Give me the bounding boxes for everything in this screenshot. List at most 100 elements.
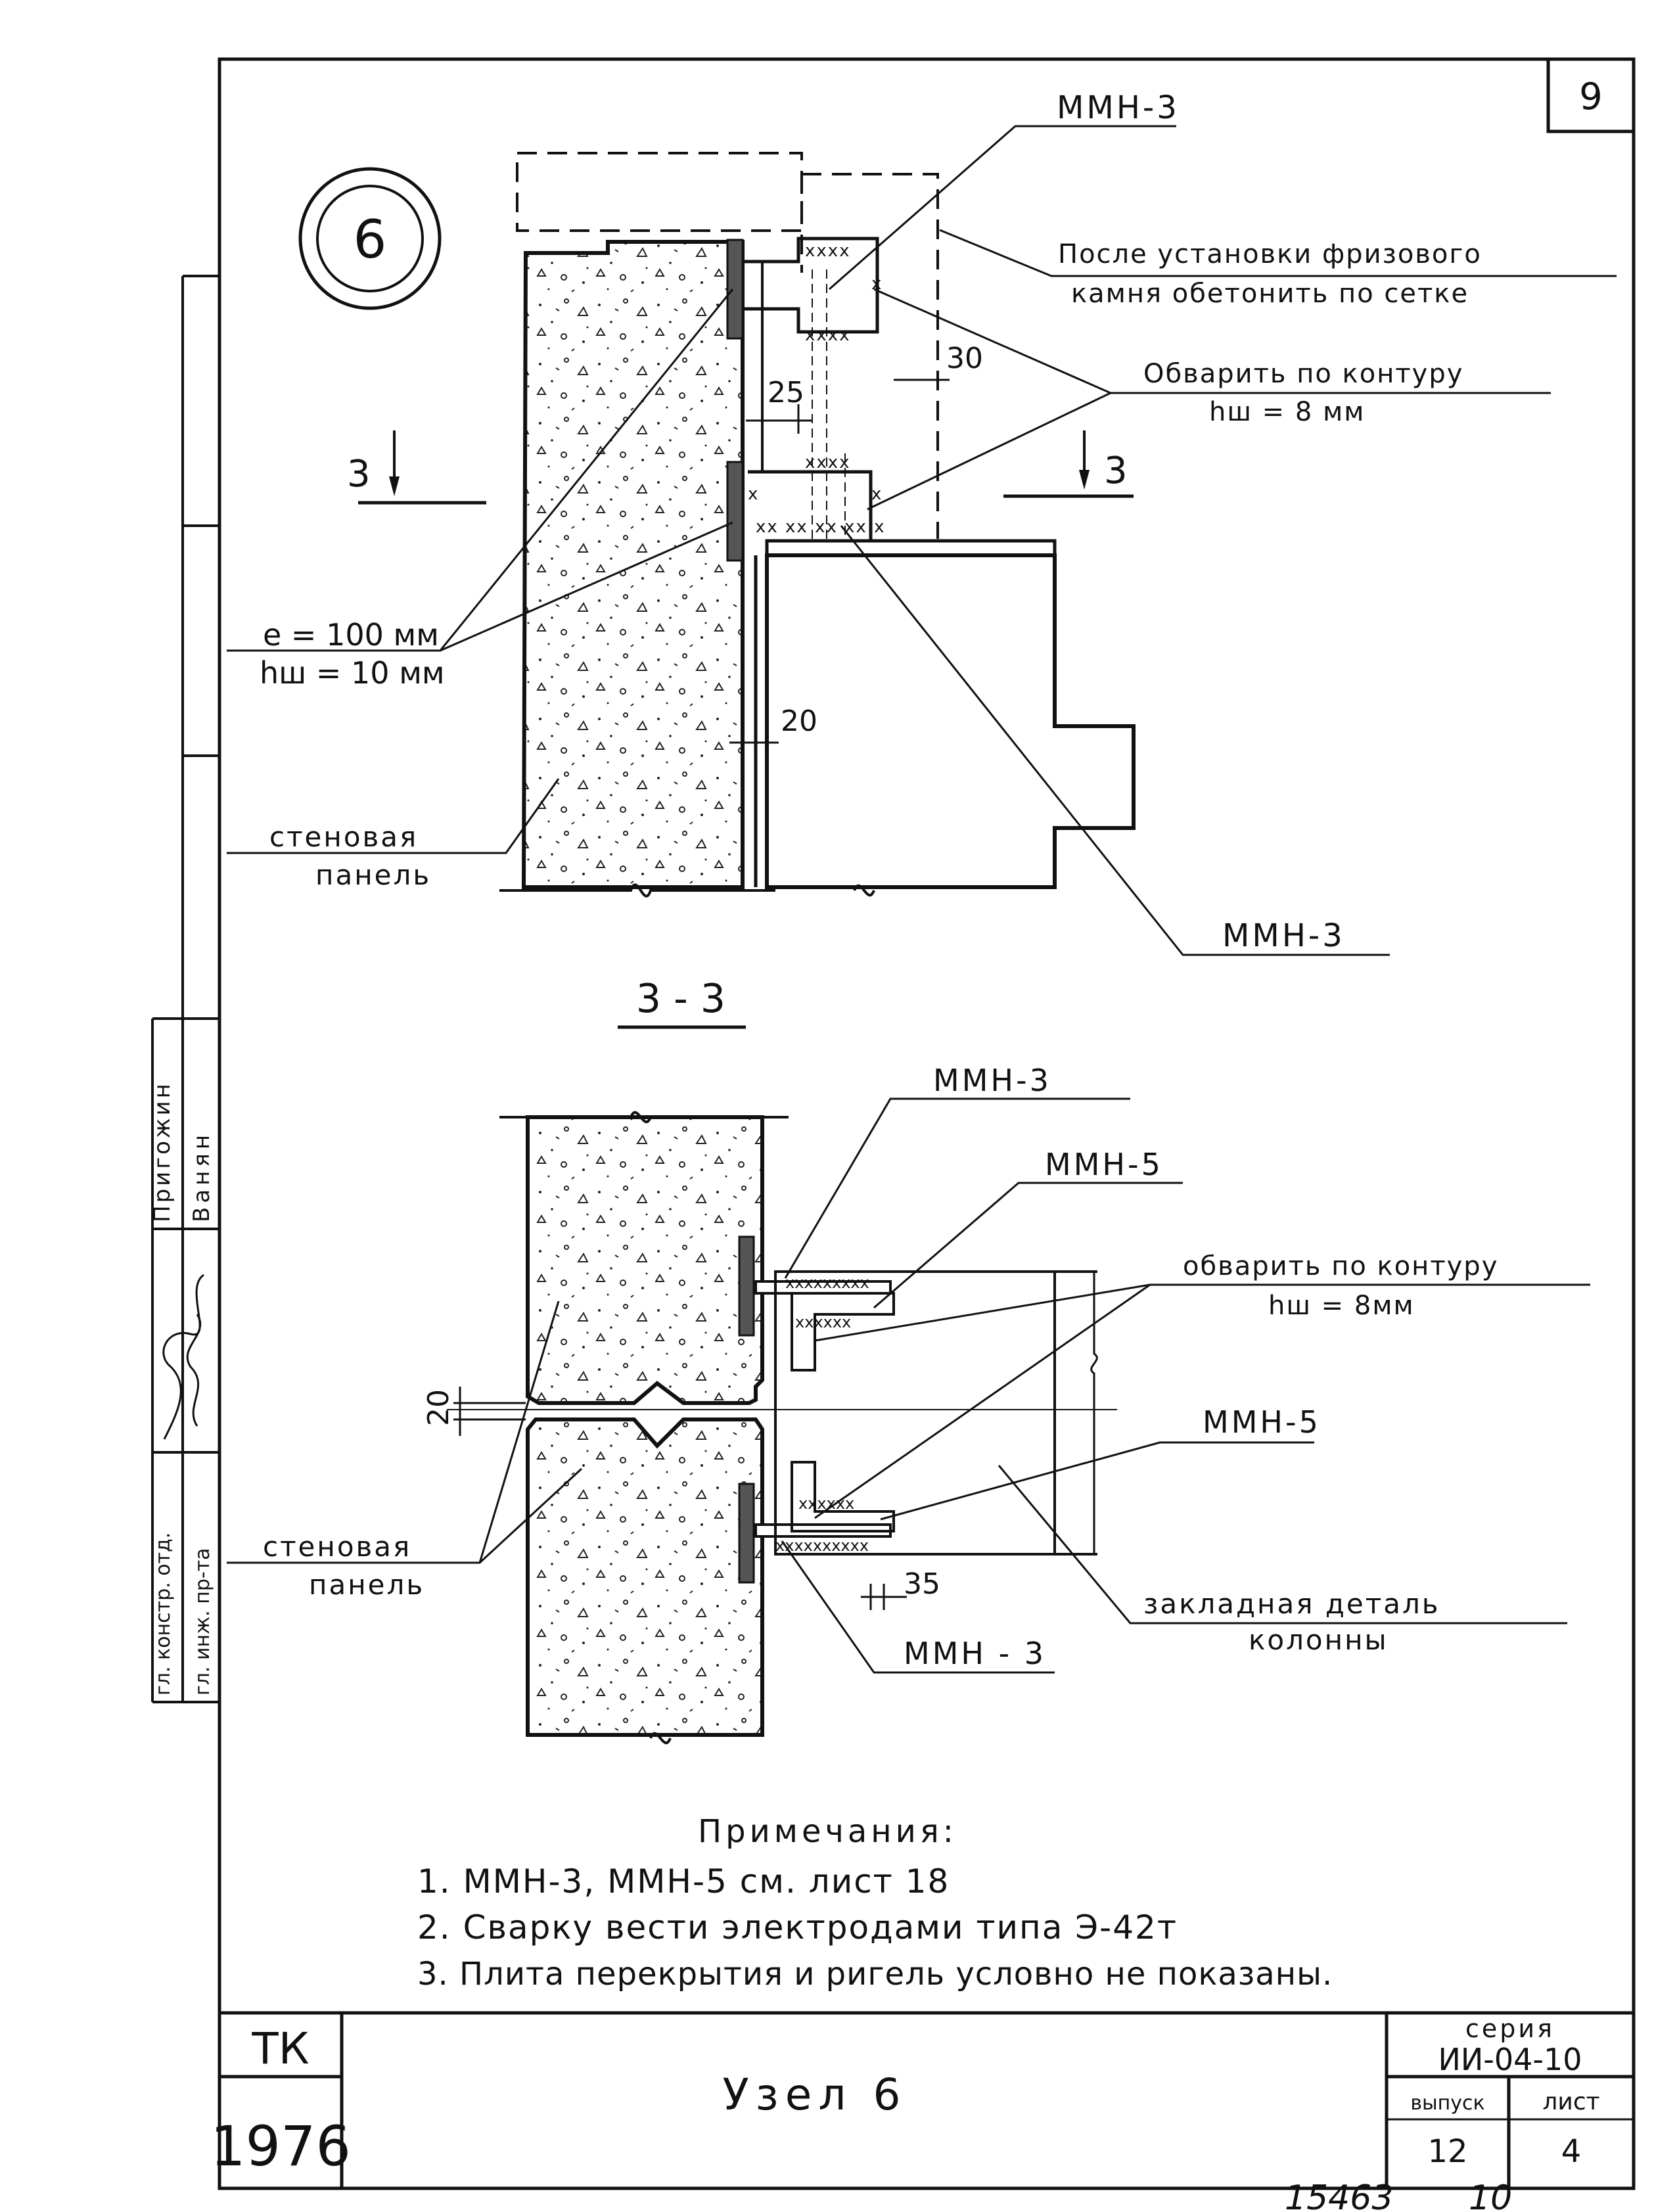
leader-wall-panel-top: [227, 778, 560, 854]
wall-panel-section-line2: панель: [309, 1569, 425, 1601]
stamp-name-2: Ванян: [189, 1131, 215, 1222]
series-label: серия: [1465, 2014, 1555, 2043]
stamp-role-2: гл. инж. пр-та: [191, 1548, 214, 1695]
frieze-stone-outline: [516, 152, 803, 232]
title-code: ТК: [251, 2023, 309, 2074]
stamp-name-1: Пригожин: [149, 1081, 175, 1222]
drawing-title: Узел 6: [722, 2069, 907, 2120]
section-weld-marks-1: xxxxxxxxx: [785, 1274, 869, 1292]
dim-25: 25: [768, 376, 804, 409]
series-value: ИИ-04-10: [1438, 2042, 1582, 2077]
leader-mmn3-bottom: [840, 525, 1390, 956]
title-block: ТК 1976 Узел 6 серия ИИ-04-10 выпуск 12 …: [210, 2011, 1634, 2188]
inventory-suffix: 10: [1469, 2178, 1512, 2212]
embedded-plate-upper: [726, 239, 744, 340]
leader-weld-sec-1: [814, 1283, 1590, 1342]
note-item-1: 1. ММН-3, ММН-5 см. лист 18: [417, 1862, 950, 1901]
leader-mmn5-a: [873, 1182, 1183, 1309]
node-number: 6: [354, 209, 387, 270]
leader-mmn3-b: [781, 1540, 1055, 1674]
sheet-value: 4: [1561, 2133, 1582, 2170]
column-break-mark: [853, 884, 875, 897]
leader-e-note-2: [440, 521, 733, 652]
dim-30: 30: [946, 342, 983, 375]
wall-panel-top-line1: стеновая: [269, 821, 418, 853]
label-mmn5-b: ММН-5: [1203, 1404, 1321, 1440]
label-mmn3-b: ММН - 3: [904, 1636, 1046, 1671]
support-plate: [765, 539, 1057, 557]
angle-mmn5-upper: [791, 1292, 895, 1371]
section-cut-right-arrowhead: [1079, 470, 1090, 490]
dim-20-section: 20: [422, 1389, 455, 1426]
node-circle-inner: [316, 185, 424, 292]
sheet-number-box: [1546, 57, 1636, 133]
weld-marks-7: x: [748, 484, 758, 504]
leader-mmn5-b: [880, 1441, 1314, 1521]
weld-marks-5: x: [871, 274, 881, 294]
weld-marks-3: xxxx: [805, 453, 851, 472]
note-frieze-line1: После установки фризового: [1058, 239, 1482, 269]
leader-mmn3-a: [784, 1097, 1130, 1279]
section-mark-right: 3: [1104, 449, 1128, 492]
frieze-dash-right: [802, 173, 939, 539]
anchor-mmn3-upper: [745, 237, 879, 334]
column-body: [765, 553, 1136, 889]
dim-20-top: 20: [781, 704, 817, 738]
issue-label: выпуск: [1410, 2092, 1484, 2115]
sheet-frame: [218, 57, 1636, 2190]
section-plate-lower: [738, 1483, 755, 1584]
e-note-line1: е = 100 мм: [263, 617, 439, 653]
angle-mmn5-lower: [791, 1461, 895, 1532]
sheet-number: 9: [1579, 76, 1603, 118]
sheet-label: лист: [1542, 2088, 1599, 2115]
section-view-3-3: 3 - 3 xxxxxxxxx xxxxxx xxxxxx xxxxxxxxxx…: [227, 976, 1590, 1745]
leader-frieze-note: [939, 229, 1617, 277]
weld-marks-2: xxxx: [805, 325, 851, 345]
signature-mark: [162, 1274, 204, 1440]
note-frieze-line2: камня обетонить по сетке: [1071, 279, 1469, 309]
embedded-plate-lower: [726, 461, 744, 562]
leader-weld-note-2: [867, 392, 1111, 511]
inventory-number: 15463: [1285, 2178, 1393, 2212]
weld-marks-1: xxxx: [805, 241, 851, 261]
node-view-top: 6 xxxx xxxx xxxx xx xx xx xx x x x x: [227, 89, 1617, 956]
leader-wall-panel-section-2: [478, 1467, 583, 1564]
anchor-mmn3-lower: [748, 470, 873, 541]
wall-panel-top-line2: панель: [315, 859, 431, 891]
weld-marks-4: xx xx xx xx x: [756, 517, 886, 537]
notes-title: Примечания:: [698, 1813, 957, 1850]
title-year: 1976: [210, 2114, 351, 2178]
weld-note-top-line2: hш = 8 мм: [1209, 397, 1365, 427]
section-mark-left: 3: [347, 453, 371, 495]
label-mmn3-bottom: ММН-3: [1222, 917, 1345, 954]
issue-value: 12: [1427, 2133, 1467, 2170]
leader-mmn3-top: [829, 125, 1176, 290]
label-mmn3-top: ММН-3: [1057, 89, 1180, 126]
wall-panel-top: [521, 240, 745, 889]
note-item-2: 2. Сварку вести электродами типа Э-42т: [417, 1908, 1178, 1947]
leader-weld-sec-2: [814, 1283, 1151, 1519]
section-weld-marks-4: xxxxxxxxxx: [775, 1536, 869, 1555]
section-plate-upper: [738, 1235, 755, 1337]
notes-block: Примечания: 1. ММН-3, ММН-5 см. лист 18 …: [417, 1813, 1333, 1993]
wall-panel-section-lower: [526, 1417, 764, 1737]
section-break-top: [499, 1111, 789, 1124]
label-mmn3-a: ММН-3: [933, 1063, 1051, 1098]
weld-note-section-line1: обварить по контуру: [1183, 1251, 1498, 1281]
weld-marks-6: x: [871, 484, 881, 504]
embed-line1: закладная деталь: [1143, 1588, 1440, 1620]
leader-embed: [998, 1465, 1567, 1624]
stamp-role-1: гл. констр. отд.: [152, 1532, 175, 1695]
node-circle-outer: [298, 167, 442, 310]
wall-panel-section-line1: стеновая: [263, 1531, 411, 1563]
section-weld-marks-2: xxxxxx: [795, 1313, 851, 1331]
label-mmn5-a: ММН-5: [1045, 1147, 1163, 1182]
e-note-line2: hш = 10 мм: [260, 655, 445, 691]
section-cut-left-arrowhead: [389, 476, 400, 496]
column-embed-break: [1090, 1272, 1098, 1554]
dim-35: 35: [904, 1567, 940, 1601]
note-item-3: 3. Плита перекрытия и ригель условно не …: [417, 1956, 1333, 1993]
embed-line2: колонны: [1249, 1624, 1389, 1656]
section-title: 3 - 3: [636, 976, 725, 1022]
